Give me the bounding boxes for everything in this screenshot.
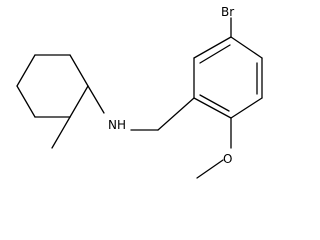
cyclohexane-ring	[16, 54, 89, 118]
methoxy-oxygen-label: O	[223, 152, 232, 166]
bond	[230, 36, 263, 59]
bond	[193, 97, 232, 119]
double-bond	[199, 94, 230, 112]
molecule-drawing: Br N H O	[16, 5, 263, 179]
double-bond	[199, 44, 231, 64]
bond	[193, 36, 232, 59]
ch2-aryl-bond	[157, 97, 195, 131]
o-ch3-bond	[196, 159, 224, 179]
bond	[16, 85, 36, 118]
methyl-bond	[51, 116, 71, 149]
structure-diagram: Br N H O	[16, 5, 263, 179]
amine-n-label: N	[108, 118, 117, 132]
bond	[69, 85, 89, 118]
c-n-bond	[87, 85, 105, 114]
bond	[69, 54, 89, 87]
bromine-label: Br	[221, 5, 234, 19]
benzene-ring	[193, 36, 263, 119]
amine-h-label: H	[117, 118, 126, 132]
bond	[230, 97, 263, 119]
bond	[16, 54, 36, 87]
